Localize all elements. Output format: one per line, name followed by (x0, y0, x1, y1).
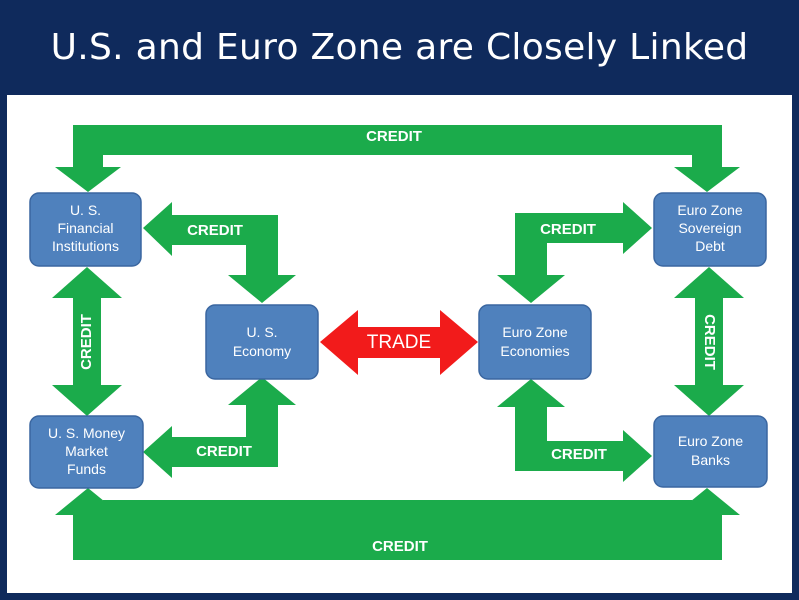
node-label-line: Banks (691, 452, 730, 468)
trade-arrow: TRADE (320, 310, 478, 375)
node-label-line: U. S. (246, 324, 277, 340)
credit-label-bottom: CREDIT (372, 538, 428, 555)
right-vertical-credit-arrow: CREDIT (674, 267, 744, 416)
node-us-economy: U. S. Economy (205, 304, 319, 380)
node-label-line: Euro Zone (677, 202, 743, 218)
trade-label: TRADE (367, 332, 431, 353)
node-label-line: U. S. (70, 202, 101, 218)
node-label-line: Institutions (52, 238, 119, 254)
credit-label-left: CREDIT (78, 314, 95, 370)
node-label-line: Economy (233, 343, 291, 359)
credit-label-lower-left: CREDIT (196, 443, 252, 460)
node-label-line: Euro Zone (502, 324, 568, 340)
node-label-line: Sovereign (678, 220, 741, 236)
node-label-line: Market (65, 443, 108, 459)
lower-left-credit-arrow: CREDIT (143, 377, 296, 478)
credit-label-top: CREDIT (366, 128, 422, 145)
node-label-line: Economies (500, 343, 569, 359)
node-us-money-market-funds: U. S. Money Market Funds (29, 415, 144, 489)
page-title: U.S. and Euro Zone are Closely Linked (50, 27, 749, 68)
upper-left-credit-arrow: CREDIT (143, 202, 296, 303)
lower-right-credit-arrow: CREDIT (497, 379, 652, 482)
bottom-credit-arrow: CREDIT (55, 488, 740, 560)
node-us-financial-institutions: U. S. Financial Institutions (29, 192, 142, 267)
node-euro-zone-economies: Euro Zone Economies (478, 304, 592, 380)
credit-label-upper-left: CREDIT (187, 222, 243, 239)
left-vertical-credit-arrow: CREDIT (52, 267, 122, 416)
node-label-line: Debt (695, 238, 725, 254)
upper-right-credit-arrow: CREDIT (497, 202, 652, 303)
node-euro-zone-sovereign-debt: Euro Zone Sovereign Debt (653, 192, 767, 267)
node-label-line: Funds (67, 461, 106, 477)
credit-label-right: CREDIT (701, 314, 718, 370)
node-label-line: Financial (57, 220, 113, 236)
node-euro-zone-banks: Euro Zone Banks (653, 415, 768, 488)
node-label-line: Euro Zone (678, 433, 744, 449)
top-credit-arrow: CREDIT (55, 125, 740, 192)
title-bar: U.S. and Euro Zone are Closely Linked (0, 0, 799, 95)
credit-label-upper-right: CREDIT (540, 221, 596, 238)
node-label-line: U. S. Money (48, 425, 125, 441)
credit-label-lower-right: CREDIT (551, 446, 607, 463)
